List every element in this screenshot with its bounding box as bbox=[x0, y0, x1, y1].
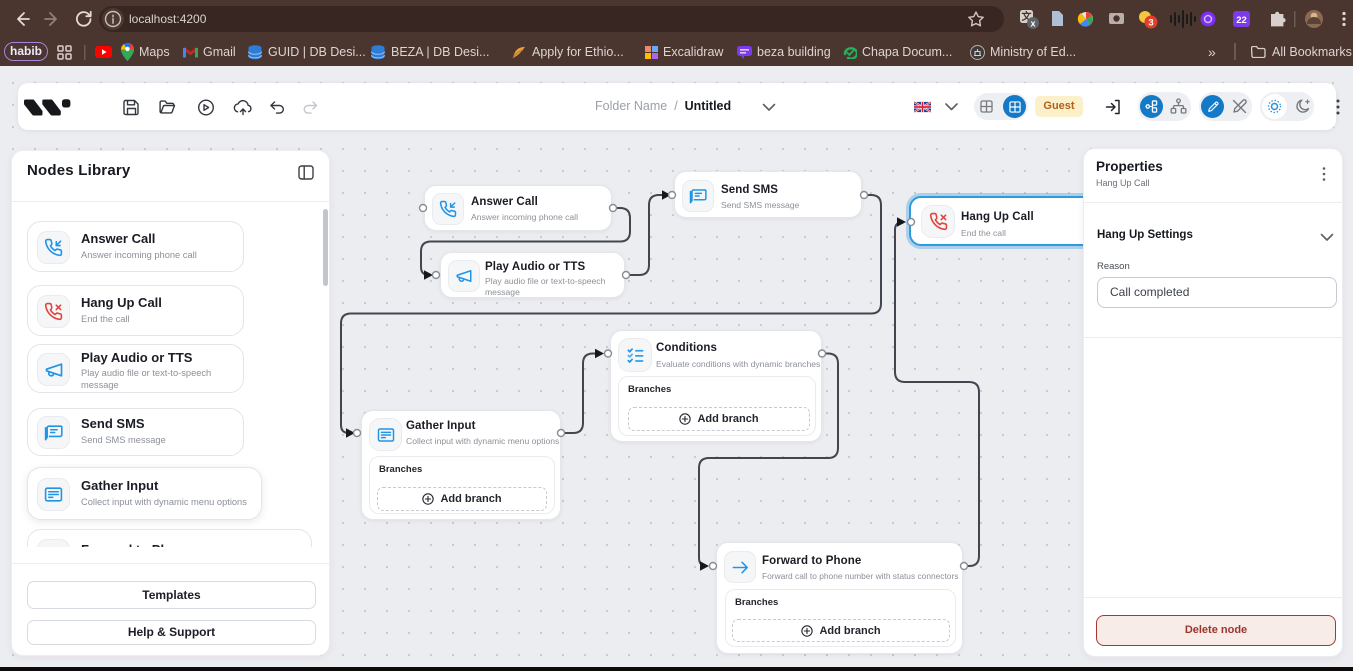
svg-text:文: 文 bbox=[1022, 10, 1033, 23]
svg-text:22: 22 bbox=[1236, 15, 1247, 26]
svg-text:3: 3 bbox=[1148, 18, 1153, 29]
svg-text:x: x bbox=[1030, 19, 1035, 29]
